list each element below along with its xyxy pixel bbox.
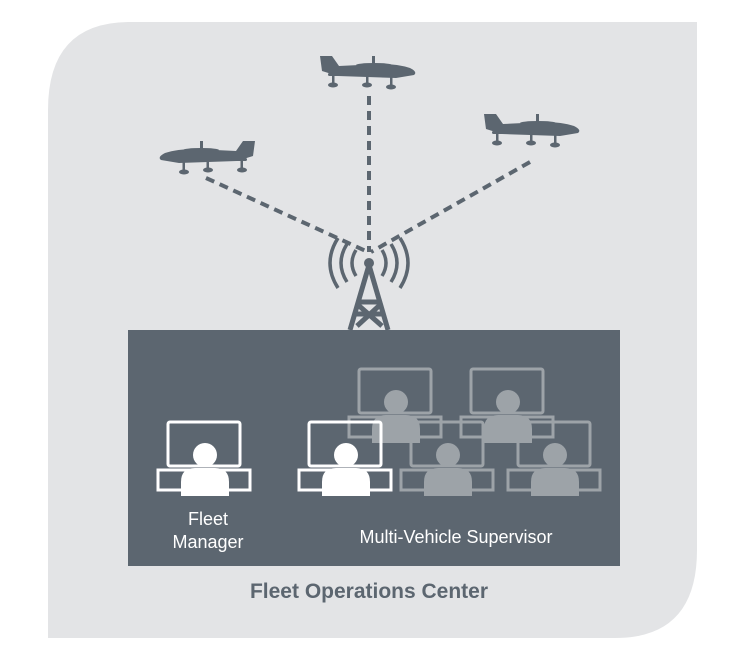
supervisor-label: Multi-Vehicle Supervisor [359, 527, 552, 547]
radio-tower-icon [328, 237, 410, 331]
link-right [370, 160, 531, 254]
fleet-manager-label-line1: Fleet [188, 509, 228, 529]
fleet-manager-label-line2: Manager [172, 532, 243, 552]
communication-links [205, 96, 531, 254]
caption: Fleet Operations Center [250, 580, 488, 603]
